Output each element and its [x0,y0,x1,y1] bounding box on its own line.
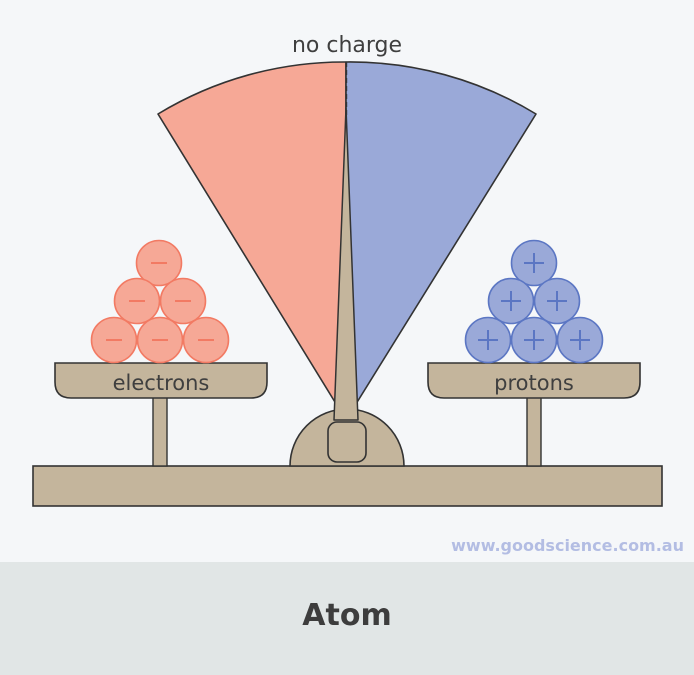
right-pan [427,362,641,399]
right-pan-label: protons [494,371,574,395]
left-post [152,395,168,467]
left-pan-label: electrons [113,371,210,395]
electron [136,316,184,364]
electron [135,239,183,287]
positive-sector [345,61,537,421]
gauge-label: no charge [292,33,402,58]
proton [533,277,581,325]
electron [90,316,138,364]
watermark: www.goodscience.com.au [451,536,684,555]
electron-pile [90,239,230,364]
footer: Atom [0,562,694,675]
electron [159,277,207,325]
electron [182,316,230,364]
proton [464,316,512,364]
proton [510,239,558,287]
proton-pile [464,239,604,364]
proton [556,316,604,364]
gauge-needle [333,107,359,421]
negative-sector [157,61,347,421]
diagram-title: Atom [302,598,392,633]
left-pan [54,362,268,399]
pivot-knob [327,421,367,463]
charge-balance-diagram: no charge electrons protons [32,33,663,507]
electron [113,277,161,325]
scale-base [32,465,663,507]
proton [487,277,535,325]
proton [510,316,558,364]
right-post [526,395,542,467]
